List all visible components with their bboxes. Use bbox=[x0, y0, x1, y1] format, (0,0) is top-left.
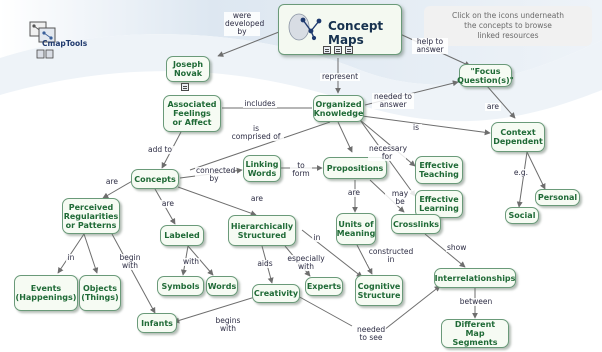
link-may-be: may be bbox=[385, 190, 415, 206]
edge-begin-with bbox=[111, 233, 156, 314]
concept-joseph-novak[interactable]: Joseph Novak bbox=[166, 56, 210, 82]
instructions-note: Click on the icons underneath the concep… bbox=[424, 6, 592, 46]
edge-begins-with bbox=[173, 296, 256, 324]
link-necessary-for: necessary for bbox=[368, 144, 408, 161]
concept-personal[interactable]: Personal bbox=[535, 189, 580, 206]
link-add-to: add to bbox=[146, 145, 174, 154]
concept-map-graph-icon bbox=[288, 13, 322, 41]
concept-different-map-segments[interactable]: Different Map Segments bbox=[441, 319, 509, 348]
link-represent: represent bbox=[320, 72, 360, 81]
link-developed-by: were developed by bbox=[224, 11, 265, 36]
edge-show bbox=[424, 233, 466, 268]
image-resource-icon[interactable] bbox=[334, 46, 342, 54]
link-with-labeled: with bbox=[182, 257, 200, 266]
concept-symbols[interactable]: Symbols bbox=[157, 276, 204, 296]
concept-effective-learning[interactable]: Effective Learning bbox=[415, 190, 463, 218]
link-are-labeled: are bbox=[160, 199, 176, 208]
concept-organized-knowledge[interactable]: Organized Knowledge bbox=[313, 95, 364, 122]
edge-in-events bbox=[57, 233, 85, 274]
concept-interrelationships[interactable]: Interrelationships bbox=[434, 268, 516, 288]
link-aids: aids bbox=[255, 260, 275, 268]
link-show: show bbox=[446, 243, 467, 252]
document-resource-icon[interactable] bbox=[323, 46, 331, 54]
concept-context-dependent[interactable]: Context Dependent bbox=[491, 122, 545, 152]
concept-experts[interactable]: Experts bbox=[305, 277, 343, 296]
link-to-form: to form bbox=[290, 162, 312, 178]
edge-eg-personal bbox=[526, 151, 546, 190]
edge-are-focus bbox=[486, 85, 516, 119]
concept-hierarchically-structured[interactable]: Hierarchically Structured bbox=[228, 215, 296, 246]
concept-units-of-meaning[interactable]: Units of Meaning bbox=[336, 213, 376, 245]
concept-linking-words[interactable]: Linking Words bbox=[243, 155, 281, 182]
joseph-novak-resource-icon[interactable] bbox=[181, 83, 189, 91]
link-are-focus: are bbox=[485, 102, 501, 111]
concept-propositions[interactable]: Propositions bbox=[323, 157, 387, 179]
page-title: Concept Maps bbox=[328, 19, 384, 47]
link-are-concepts: are bbox=[104, 177, 120, 186]
link-begins-with: begins with bbox=[214, 316, 242, 333]
link-between: between bbox=[458, 297, 494, 306]
edge-comprised-left bbox=[189, 121, 331, 171]
cmaptools-logo-icon bbox=[29, 21, 56, 59]
link-help-to-answer: help to answer bbox=[412, 38, 448, 54]
edge-needed-see-b bbox=[383, 285, 441, 331]
concept-events[interactable]: Events (Happenings) bbox=[14, 275, 78, 311]
edge-is bbox=[361, 115, 491, 136]
concept-crosslinks[interactable]: Crosslinks bbox=[391, 214, 441, 234]
link-are-units: are bbox=[346, 188, 362, 197]
edge-needed-see-a bbox=[295, 294, 353, 327]
concept-cognitive-structure[interactable]: Cognitive Structure bbox=[355, 275, 403, 306]
edge-comprised-right bbox=[337, 121, 353, 153]
concept-labeled[interactable]: Labeled bbox=[160, 225, 204, 246]
concept-creativity[interactable]: Creativity bbox=[252, 284, 300, 303]
link-is: is bbox=[410, 124, 422, 132]
edge-are-hier bbox=[177, 186, 257, 217]
edge-developed-by bbox=[217, 29, 285, 57]
concept-objects[interactable]: Objects (Things) bbox=[79, 275, 121, 311]
concept-social[interactable]: Social bbox=[505, 207, 539, 224]
concept-perceived-regularities[interactable]: Perceived Regularities or Patterns bbox=[62, 198, 120, 234]
edge-constructed-in bbox=[356, 244, 373, 275]
link-constructed-in: constructed in bbox=[367, 247, 415, 264]
edge-in-objects bbox=[83, 233, 99, 274]
logo-text: CmapTools bbox=[42, 39, 88, 48]
link-are-hier: are bbox=[249, 194, 265, 203]
link-needed-to-answer: needed to answer bbox=[372, 92, 414, 109]
concept-associated-feelings[interactable]: Associated Feelings or Affect bbox=[163, 95, 221, 132]
link-begin-with-regularities: begin with bbox=[118, 253, 142, 270]
link-connected-by: connected by bbox=[195, 166, 236, 183]
link-in-events: in bbox=[66, 253, 76, 262]
title-node: Concept Maps bbox=[278, 4, 402, 55]
link-eg: e.g. bbox=[511, 169, 531, 177]
link-includes: includes bbox=[243, 99, 277, 108]
edge-are-regularities bbox=[102, 179, 135, 199]
link-especially-with: especially with bbox=[286, 254, 326, 271]
concept-map-resource-icon[interactable] bbox=[345, 46, 353, 54]
concept-infants[interactable]: Infants bbox=[137, 313, 177, 333]
link-needed-to-see: needed to see bbox=[356, 325, 386, 342]
concept-effective-teaching[interactable]: Effective Teaching bbox=[415, 156, 463, 184]
link-comprised-of: is comprised of bbox=[228, 125, 284, 141]
edge-eg-social bbox=[516, 151, 528, 208]
concept-focus-questions[interactable]: "Focus Question(s)" bbox=[457, 64, 514, 87]
edge-with-words bbox=[187, 245, 214, 276]
concept-concepts[interactable]: Concepts bbox=[131, 169, 179, 189]
link-in-hier: in bbox=[312, 233, 322, 242]
concept-words[interactable]: Words bbox=[206, 276, 238, 296]
